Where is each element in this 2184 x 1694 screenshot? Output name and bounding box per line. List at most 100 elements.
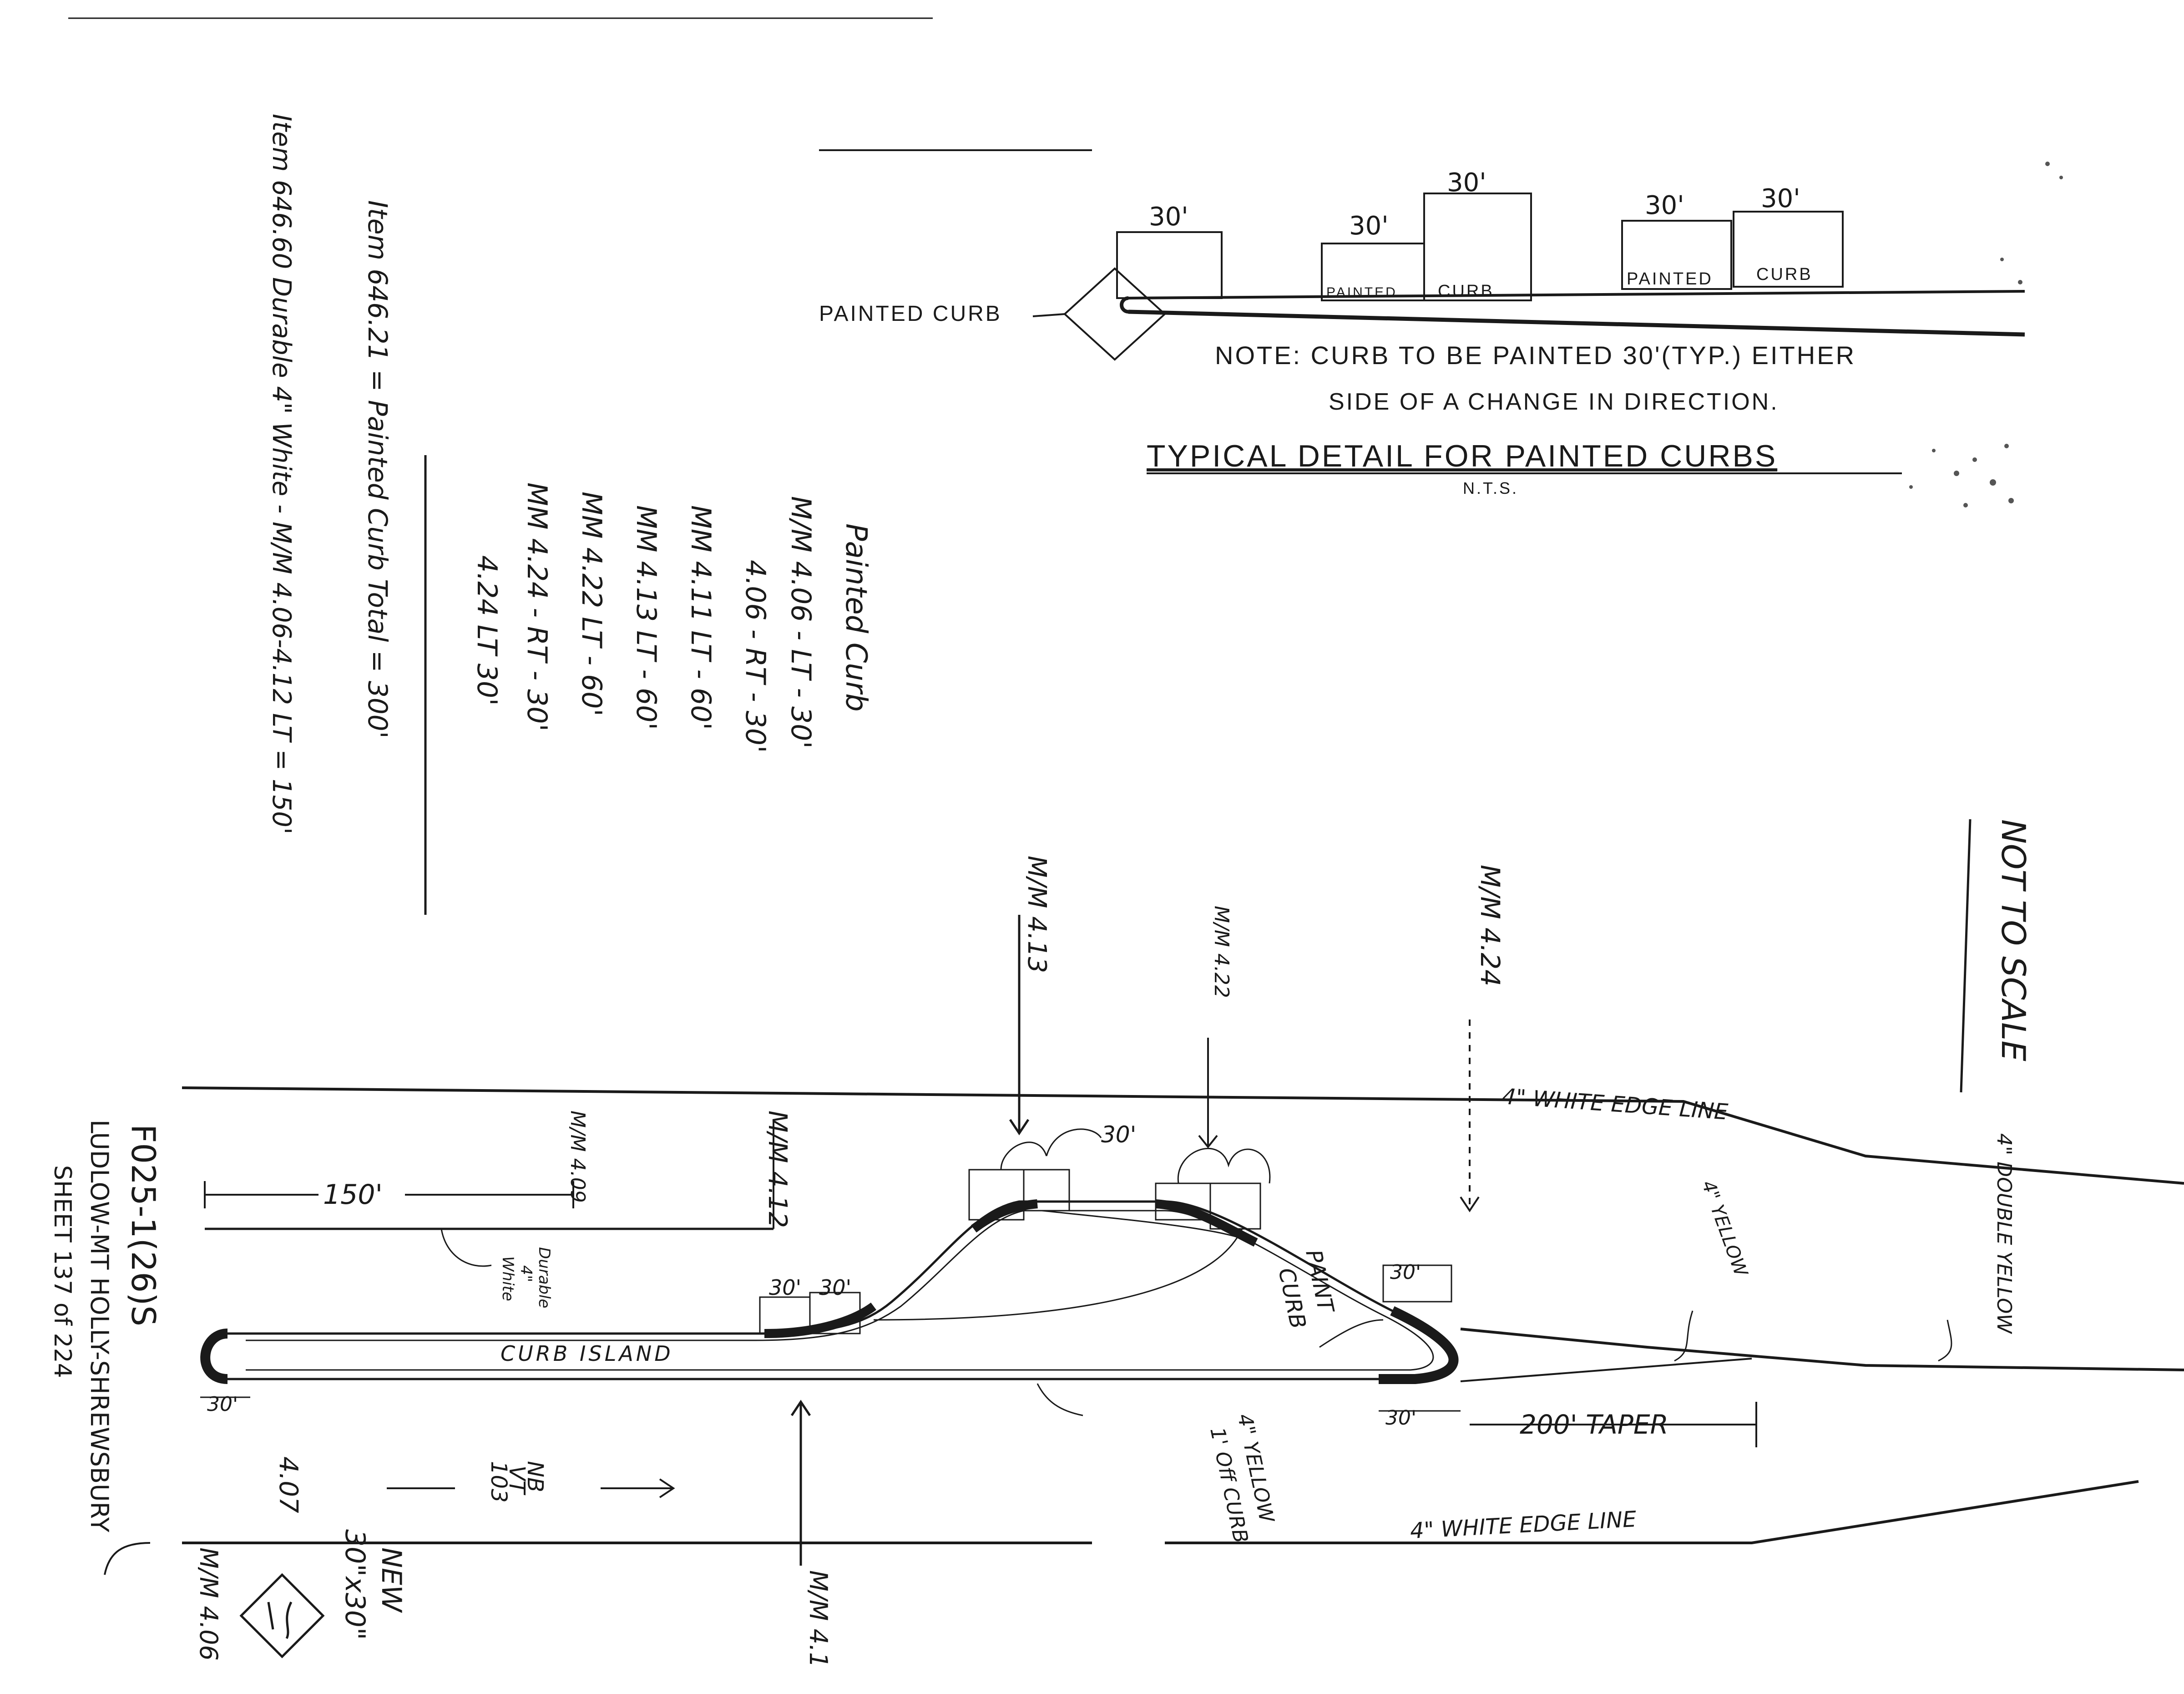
yellow-curb-leader — [1036, 1383, 1083, 1416]
detail-curb-label-2: CURB — [1756, 265, 1813, 284]
detail-curb-nose — [1120, 296, 1129, 314]
curb-island-outline — [204, 1200, 1455, 1380]
painted-curb-section-411 — [764, 1302, 876, 1338]
detail-dim-box-5 — [1733, 211, 1844, 288]
mm-422-label: M/M 4.22 — [1210, 906, 1233, 998]
dim-box-422b — [1209, 1182, 1261, 1230]
durable-label-2: 4" — [517, 1265, 535, 1282]
paint-curb-label-2: CURB — [1273, 1266, 1311, 1331]
yellow-taper-line — [1460, 1358, 1752, 1382]
mm-406-label: M/M 4.06 — [194, 1547, 223, 1661]
detail-note-line-1: NOTE: CURB TO BE PAINTED 30'(TYP.) EITHE… — [1215, 341, 1856, 370]
yellow-label: 4" YELLOW — [1698, 1178, 1752, 1280]
mm-409-label: M/M 4.09 — [566, 1111, 589, 1203]
mm-424-arrowhead — [1460, 1196, 1480, 1212]
painted-curb-section-413 — [971, 1199, 1038, 1233]
project-sheet: SHEET 137 of 224 — [49, 1165, 76, 1378]
mm-422-arrowhead — [1198, 1135, 1218, 1149]
not-to-scale-underline — [1960, 819, 1972, 1093]
mm-413-arrowhead — [1009, 1119, 1030, 1136]
dim-30-411a: 30' — [769, 1275, 801, 1300]
painted-curb-entry-6: MM 4.24 - RT - 30' — [521, 482, 553, 731]
detail-painted-label-1: PAINTED — [1326, 285, 1397, 300]
sign-diamond-icon — [239, 1573, 325, 1658]
painted-curb-entry-5: MM 4.22 LT - 60' — [576, 492, 607, 716]
double-yellow-leader — [1938, 1319, 1952, 1362]
route-nb: NB — [522, 1461, 548, 1492]
dim-box-424a — [1382, 1264, 1452, 1303]
mm-407-label: 4.07 — [273, 1456, 303, 1513]
typical-detail: PAINTED CURB 30' 30' PAINTED 30' CURB 30… — [819, 149, 2063, 507]
road-plan: 4" WHITE EDGE LINE 4" WHITE EDGE LINE CU… — [104, 915, 2184, 1575]
durable-label-3: White — [499, 1256, 517, 1301]
yellow-leader — [1674, 1310, 1694, 1362]
dim-150-label: 150' — [323, 1179, 383, 1211]
painted-curb-nose-left — [200, 1329, 228, 1384]
item-646-21-note: Item 646.21 = Painted Curb Total = 300' — [362, 200, 393, 739]
dim-30-413: 30' — [1101, 1121, 1136, 1148]
sign-new-label: NEW — [375, 1547, 407, 1613]
painted-curb-entry-1: M/M 4.06 - LT - 30' — [785, 496, 817, 749]
mm-41-label: M/M 4.1 — [804, 1570, 833, 1668]
detail-dim-30-2: 30' — [1349, 211, 1389, 241]
route-gap — [455, 1456, 601, 1520]
dim-30-424a: 30' — [1390, 1261, 1421, 1284]
detail-dim-30-5: 30' — [1761, 184, 1800, 213]
painted-curb-entry-3: MM 4.11 LT - 60' — [685, 505, 717, 730]
detail-dim-30-4: 30' — [1645, 191, 1684, 220]
taper-label: 200' TAPER — [1520, 1409, 1668, 1440]
mm-41-arrowhead — [790, 1400, 811, 1416]
white-edge-label-bottom: 4" WHITE EDGE LINE — [1410, 1506, 1638, 1544]
detail-dim-box-1 — [1116, 231, 1223, 299]
detail-painted-label-2: PAINTED — [1627, 269, 1713, 289]
project-block: F025-1(26)S LUDLOW-MT HOLLY-SHREWSBURY S… — [49, 1120, 162, 1533]
detail-dim-30-3: 30' — [1447, 168, 1486, 198]
detail-scale: N.T.S. — [1463, 479, 1518, 497]
painted-curb-heading: Painted Curb — [839, 523, 873, 712]
white-edge-stub — [104, 1542, 151, 1575]
dim-box-411b — [809, 1292, 861, 1334]
painted-curb-entry-7: 4.24 LT 30' — [471, 555, 503, 706]
painted-curb-entry-2: 4.06 - RT - 30' — [739, 560, 771, 753]
painted-curb-leader — [1032, 313, 1065, 317]
nb-direction-arrowhead — [659, 1478, 675, 1498]
rotated-plan-labels: 4" DOUBLE YELLOW 4" YELLOW 4" YELLOW 1' … — [486, 1133, 2016, 1545]
mm-412-label: M/M 4.12 — [763, 1111, 792, 1228]
quantities-block: Item 646.60 Durable 4" White - M/M 4.06-… — [267, 114, 427, 915]
project-number: F025-1(26)S — [124, 1124, 162, 1326]
detail-curb-lower-line — [1128, 309, 2025, 337]
sign-lane-merge-icon — [267, 1601, 293, 1639]
white-edge-line-bottom — [182, 1480, 2139, 1544]
painted-curb-list: Painted Curb M/M 4.06 - LT - 30' 4.06 - … — [471, 482, 873, 753]
double-yellow-line — [1460, 1328, 2184, 1371]
detail-title: TYPICAL DETAIL FOR PAINTED CURBS — [1147, 439, 1777, 473]
dim-leader-422 — [1177, 1147, 1271, 1184]
detail-curb-upper-line — [1128, 290, 2025, 299]
white-edge-line-top — [182, 1086, 2184, 1185]
dim-leader-413 — [1000, 1128, 1102, 1170]
sign-size-label: 30"x30" — [339, 1529, 371, 1640]
dim-150-gap — [318, 1179, 405, 1211]
dim-30-nose: 30' — [207, 1393, 238, 1416]
item-646-60-note: Item 646.60 Durable 4" White - M/M 4.06-… — [267, 114, 296, 834]
white-edge-label-top: 4" WHITE EDGE LINE — [1501, 1084, 1729, 1125]
detail-painted-curb-label: PAINTED CURB — [819, 302, 1002, 326]
mm-424-label: M/M 4.24 — [1475, 865, 1506, 986]
paint-curb-leader-3 — [1319, 1319, 1384, 1348]
curb-island-inner — [246, 1210, 1434, 1371]
scan-noise — [1909, 162, 2063, 507]
durable-leader — [440, 1228, 492, 1267]
project-route: LUDLOW-MT HOLLY-SHREWSBURY — [85, 1120, 114, 1533]
detail-dim-box-4 — [1621, 220, 1732, 290]
paint-curb-leader-2 — [1041, 1210, 1252, 1243]
detail-dim-box-3 — [1423, 193, 1532, 301]
painted-curb-section-422 — [1155, 1199, 1258, 1247]
durable-label-1: Durable — [535, 1247, 553, 1309]
detail-curb-label-1: CURB — [1438, 282, 1494, 301]
double-yellow-label: 4" DOUBLE YELLOW — [1992, 1133, 2016, 1334]
warning-sign: NEW 30"x30" — [239, 1529, 407, 1658]
route-103: 103 — [486, 1461, 511, 1503]
not-to-scale-label: NOT TO SCALE — [1994, 819, 2032, 1061]
route-vt: VT — [504, 1466, 530, 1496]
